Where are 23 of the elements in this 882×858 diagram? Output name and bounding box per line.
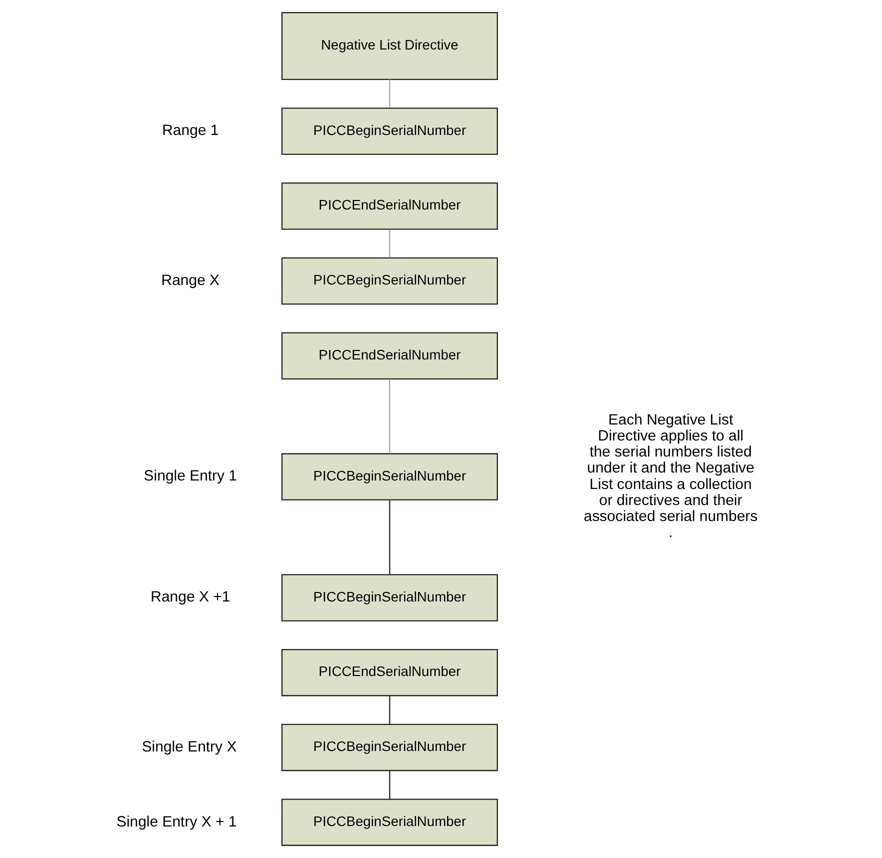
label: Range 1 — [162, 122, 218, 140]
node-box: PICCBeginSerialNumber — [280, 108, 498, 155]
connector — [388, 379, 390, 454]
label: Range X — [160, 272, 220, 289]
label: Each Negative List Directive applies to all the serial numbers listed under it and the Negative List contains a collection or directives and their associated serial numbers . — [583, 411, 758, 542]
node-box: PICCEndSerialNumber — [280, 182, 498, 230]
connector — [388, 696, 390, 724]
node-box: PICCBeginSerialNumber — [280, 724, 498, 772]
node-box: PICCEndSerialNumber — [280, 332, 498, 380]
connector — [388, 500, 390, 574]
connector — [388, 770, 390, 800]
node-box: Negative List Directive — [280, 12, 498, 80]
node-box: PICCEndSerialNumber — [280, 649, 498, 696]
node-box: PICCBeginSerialNumber — [280, 453, 498, 500]
connector — [388, 229, 390, 258]
node-box: PICCBeginSerialNumber — [280, 798, 498, 846]
label: Single Entry X + 1 — [116, 813, 236, 830]
node-box: PICCBeginSerialNumber — [280, 574, 498, 622]
connector — [388, 79, 390, 108]
node-box: PICCBeginSerialNumber — [280, 257, 498, 305]
label: Single Entry X — [141, 738, 236, 756]
label: Range X +1 — [150, 588, 230, 606]
label: Single Entry 1 — [143, 468, 237, 485]
